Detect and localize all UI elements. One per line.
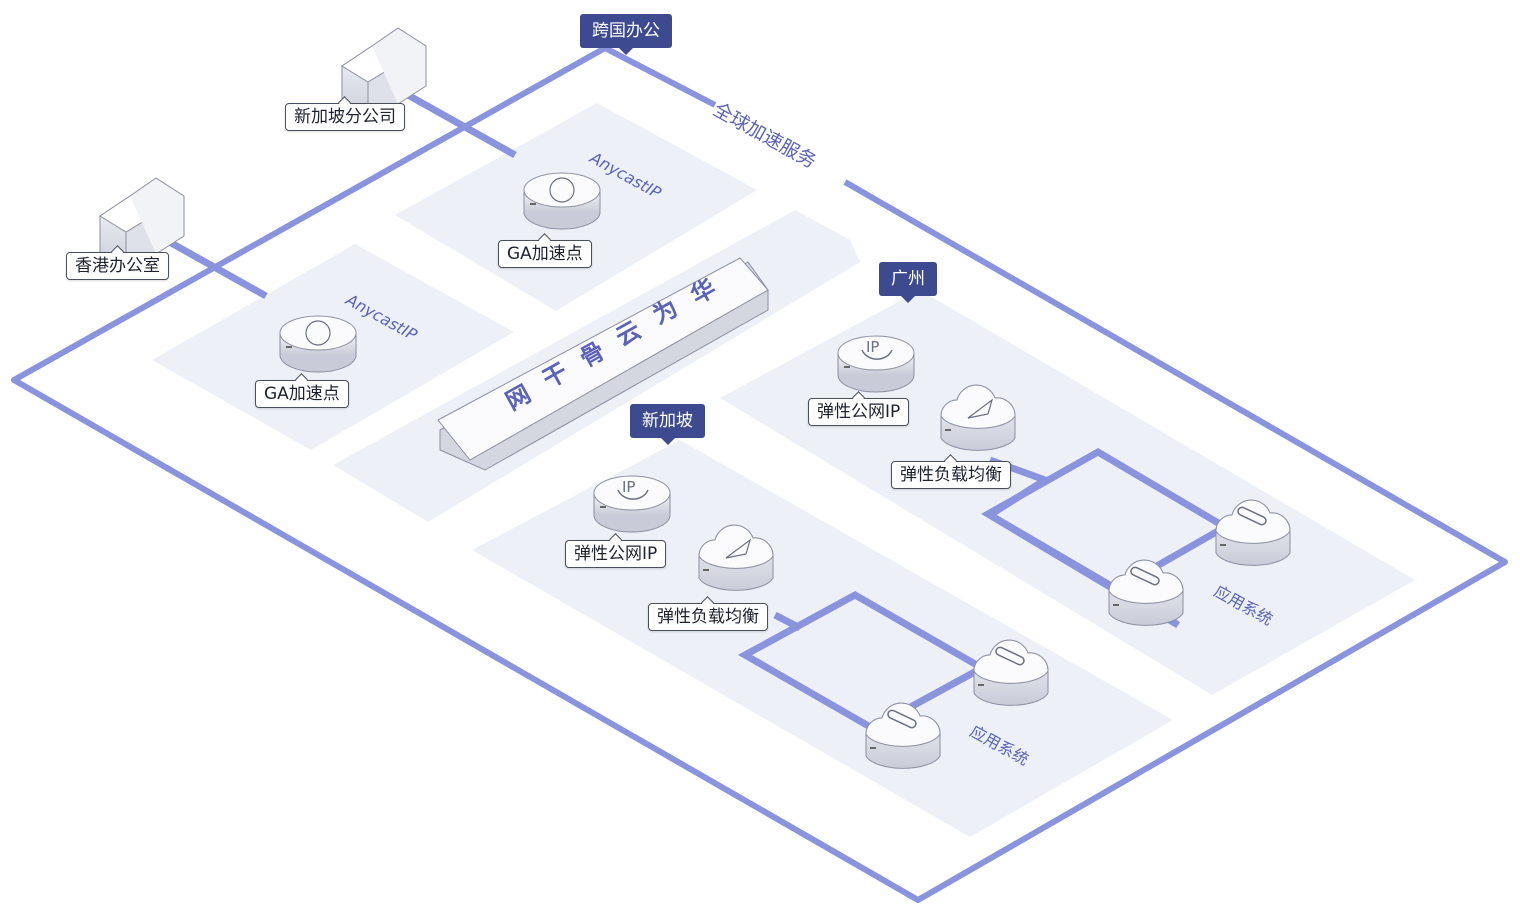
singapore-region-flag: 新加坡: [630, 404, 705, 445]
singapore-branch-label: 新加坡分公司: [285, 103, 405, 131]
hongkong-office-label: 香港办公室: [66, 252, 169, 280]
svg-text:IP: IP: [622, 478, 635, 496]
guangzhou-region-flag: 广州: [879, 262, 937, 303]
ga-acceleration-node-label: GA加速点: [498, 240, 592, 268]
backbone-network-bar: [437, 257, 769, 471]
gz-elb-label: 弹性负载均衡: [891, 461, 1011, 489]
sg-elb-label: 弹性负载均衡: [648, 603, 768, 631]
region-platforms: [152, 103, 1415, 837]
global-acceleration-boundary: [11, 45, 1508, 903]
sg-eip-label: 弹性公网IP: [565, 540, 667, 568]
svg-text:IP: IP: [866, 338, 879, 356]
gz-eip-label: 弹性公网IP: [808, 398, 910, 426]
ga-acceleration-node-label: GA加速点: [255, 380, 349, 408]
cross-border-office-flag: 跨国办公: [580, 14, 672, 55]
